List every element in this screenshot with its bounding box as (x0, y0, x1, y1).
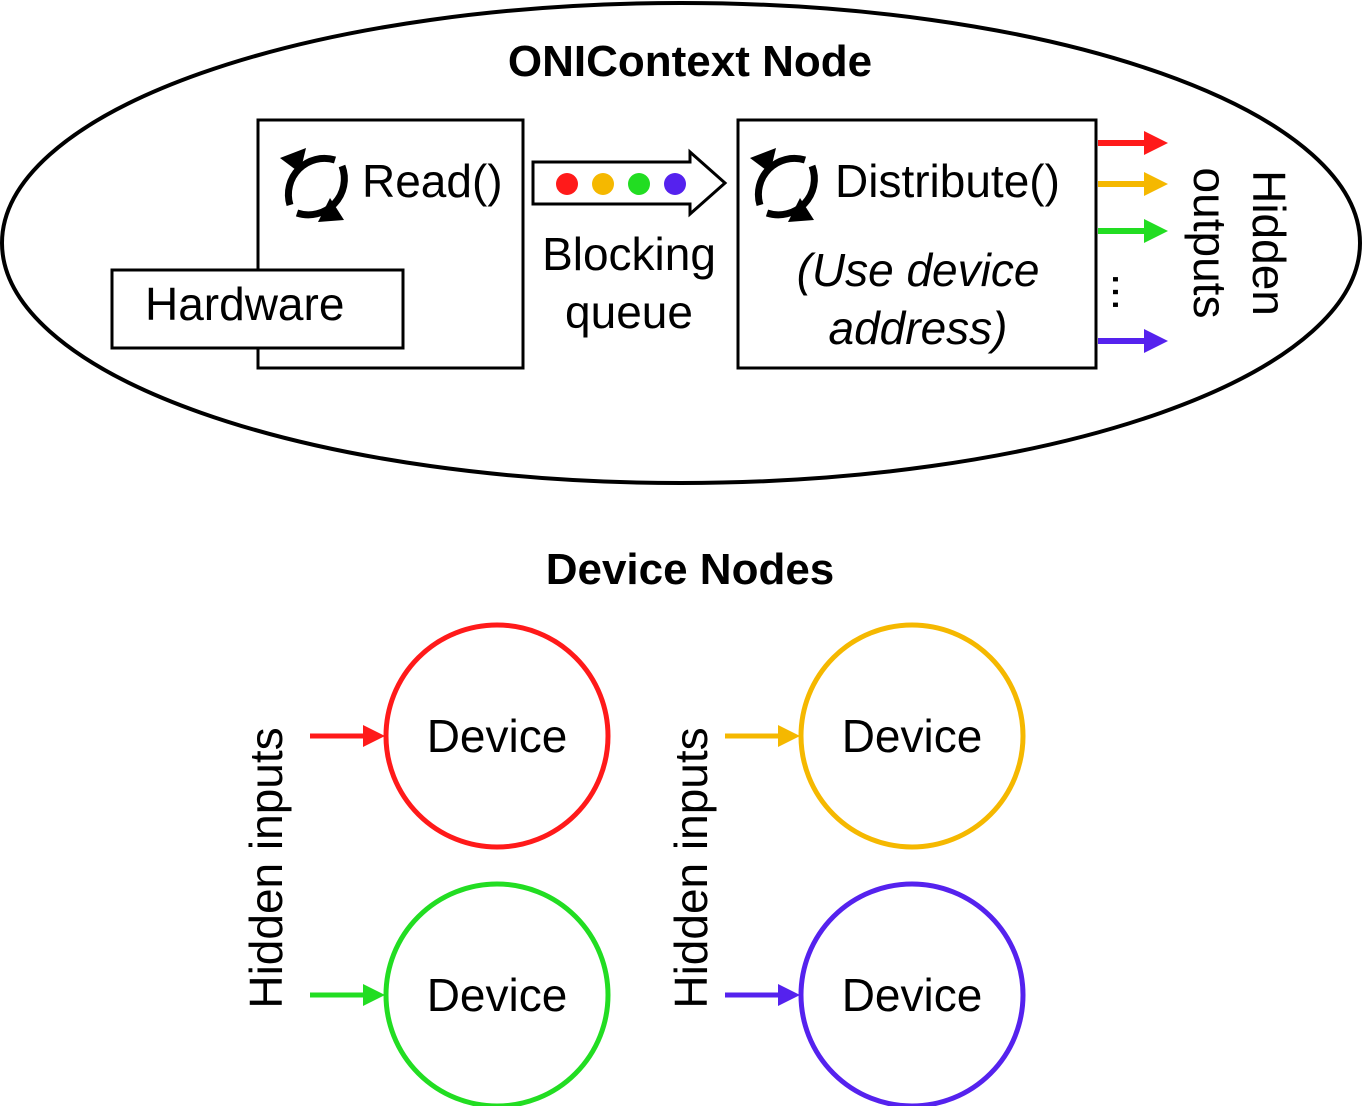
device-label: Device (427, 710, 568, 762)
hidden-inputs-label-right: Hidden inputs (665, 727, 717, 1008)
read-label: Read() (362, 155, 503, 207)
hidden-input-arrowhead (778, 725, 800, 747)
output-arrow (1098, 172, 1168, 196)
distribute-loop-icon (750, 148, 818, 222)
context-node-ellipse (0, 1, 1362, 485)
hardware-label: Hardware (145, 278, 344, 330)
distribute-box (736, 118, 1098, 370)
output-arrow (1098, 219, 1168, 243)
outputs-ellipsis: ... (1103, 273, 1155, 311)
distribute-note-line2: address) (829, 302, 1008, 354)
device-node: Device (310, 881, 611, 1106)
hidden-input-arrowhead (363, 984, 385, 1006)
queue-item-dot (556, 173, 578, 195)
device-node: Device (310, 622, 611, 850)
device-node: Device (725, 881, 1026, 1106)
queue-items (556, 173, 686, 195)
queue-item-dot (628, 173, 650, 195)
hidden-input-arrowhead (363, 725, 385, 747)
queue-item-dot (664, 173, 686, 195)
device-circle (383, 881, 611, 1106)
read-box (256, 118, 525, 370)
device-circle (798, 881, 1026, 1106)
queue-label-line1: Blocking (542, 228, 716, 280)
hidden-inputs-label-left: Hidden inputs (240, 727, 292, 1008)
output-arrow (1098, 329, 1168, 353)
outputs-label-line1: Hidden (1243, 170, 1295, 316)
output-arrows (1098, 131, 1168, 353)
device-circle (798, 622, 1026, 850)
context-node-title: ONIContext Node (508, 37, 872, 86)
device-node: Device (725, 622, 1026, 850)
distribute-label: Distribute() (835, 155, 1060, 207)
hardware-box (110, 268, 405, 350)
distribute-note-line1: (Use device (797, 244, 1040, 296)
device-section-title: Device Nodes (546, 545, 835, 594)
device-label: Device (842, 969, 983, 1021)
output-arrow (1098, 131, 1168, 155)
read-loop-icon (280, 148, 348, 222)
device-label: Device (427, 969, 568, 1021)
device-label: Device (842, 710, 983, 762)
outputs-label-line2: outputs (1184, 168, 1236, 319)
queue-label-line2: queue (565, 286, 693, 338)
device-circle (383, 622, 611, 850)
queue-item-dot (592, 173, 614, 195)
hidden-input-arrowhead (778, 984, 800, 1006)
